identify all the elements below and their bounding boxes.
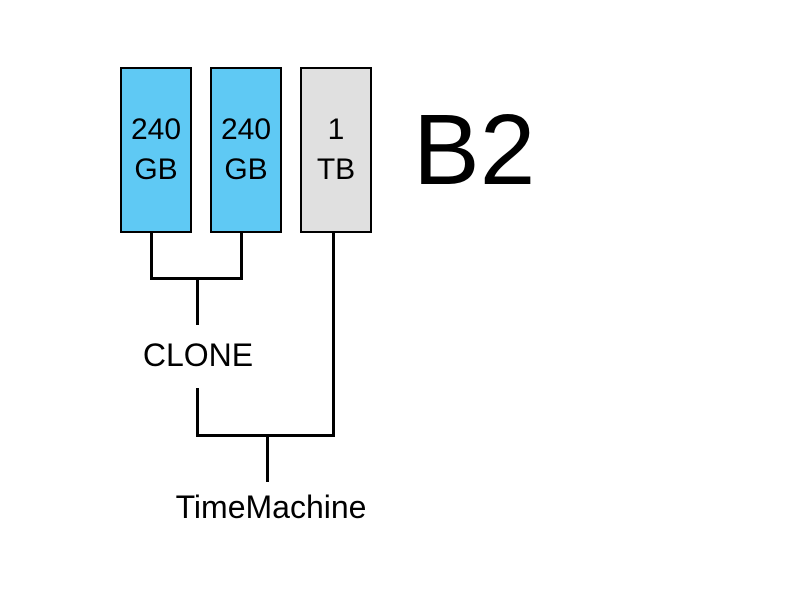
drive-capacity-unit: TB <box>316 153 356 186</box>
drive-1tb: 1 TB <box>300 67 372 233</box>
connector-to-timemachine <box>266 434 269 482</box>
drive-capacity-unit: GB <box>134 153 178 186</box>
connector-clone-down <box>196 388 199 437</box>
drive-capacity-value: 240 <box>130 113 182 146</box>
connector-drive-a-down <box>150 232 153 280</box>
timemachine-label: TimeMachine <box>175 489 367 525</box>
drive-240gb-a: 240 GB <box>120 67 192 233</box>
drive-capacity-value: 1 <box>327 113 345 146</box>
connector-drive-1tb-down <box>332 232 335 437</box>
clone-label: CLONE <box>142 337 254 373</box>
drive-capacity-value: 240 <box>220 113 272 146</box>
drive-capacity-unit: GB <box>224 153 268 186</box>
connector-to-clone <box>196 277 199 325</box>
b2-label: B2 <box>413 94 536 206</box>
connector-drive-b-down <box>240 232 243 280</box>
connector-timemachine-bracket <box>196 434 335 437</box>
drive-240gb-b: 240 GB <box>210 67 282 233</box>
